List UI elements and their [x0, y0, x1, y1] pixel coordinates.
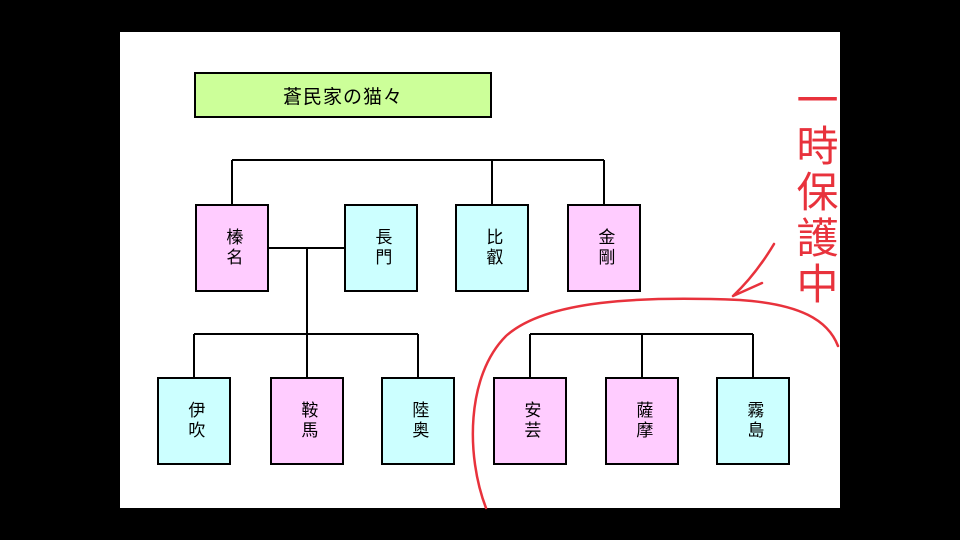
annotation-text: 一時保護中 [773, 58, 839, 328]
annotation-text-label: 一時保護中 [790, 78, 839, 308]
node-label: 鞍馬 [297, 401, 318, 441]
node-aki: 安芸 [493, 377, 567, 465]
diagram-title: 蒼民家の猫々 [194, 72, 492, 118]
node-ibuki: 伊吹 [157, 377, 231, 465]
node-kongo: 金剛 [567, 204, 641, 292]
node-label: 比叡 [482, 228, 503, 268]
node-label: 金剛 [594, 228, 615, 268]
node-label: 陸奥 [408, 401, 429, 441]
node-label: 伊吹 [184, 401, 205, 441]
node-nagato: 長門 [344, 204, 418, 292]
node-label: 長門 [371, 228, 392, 268]
node-mutsu: 陸奥 [381, 377, 455, 465]
node-label: 薩摩 [632, 401, 653, 441]
diagram-title-text: 蒼民家の猫々 [282, 85, 403, 108]
node-haruna: 榛名 [195, 204, 269, 292]
node-kirishima: 霧島 [716, 377, 790, 465]
node-kurama: 鞍馬 [270, 377, 344, 465]
node-label: 安芸 [520, 401, 541, 441]
node-satsuma: 薩摩 [605, 377, 679, 465]
node-hiei: 比叡 [455, 204, 529, 292]
node-label: 榛名 [222, 228, 243, 268]
node-label: 霧島 [743, 401, 764, 441]
